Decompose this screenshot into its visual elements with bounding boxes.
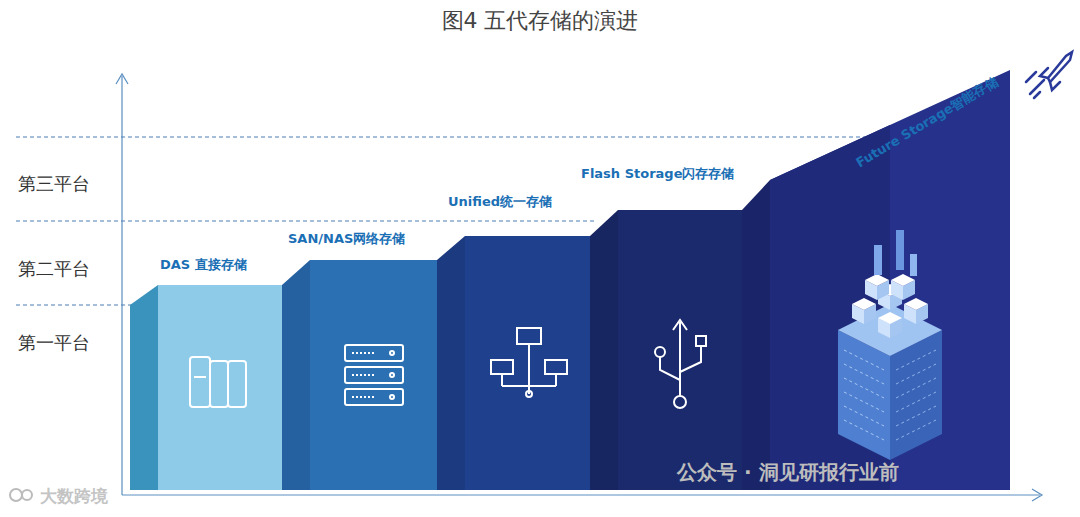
platform-label: 第二平台 — [18, 257, 90, 281]
storage-step: SAN/NAS网络存储 — [310, 260, 437, 490]
diagram-title: 图4 五代存储的演进 — [0, 6, 1080, 36]
block-icon — [158, 285, 282, 490]
step-heading: DAS 直接存储 — [160, 256, 247, 274]
block-icon — [618, 210, 742, 490]
storage-step: DAS 直接存储 — [158, 285, 282, 490]
step-heading: Unified统一存储 — [448, 193, 552, 211]
watermark: 公众号 · 洞见研报行业前 — [677, 459, 899, 486]
block-icon — [310, 260, 437, 490]
block-icon — [465, 236, 590, 490]
step-heading: Flash Storage闪存存储 — [581, 165, 734, 183]
storage-step: Unified统一存储 — [465, 236, 590, 490]
storage-step: Flash Storage闪存存储 — [618, 210, 742, 490]
storage-step: Future Storage智能存储 — [770, 70, 1010, 490]
platform-label: 第三平台 — [18, 172, 90, 196]
platform-label: 第一平台 — [18, 331, 90, 355]
watermark: 大数跨境 — [40, 485, 108, 508]
step-heading: SAN/NAS网络存储 — [288, 230, 405, 248]
